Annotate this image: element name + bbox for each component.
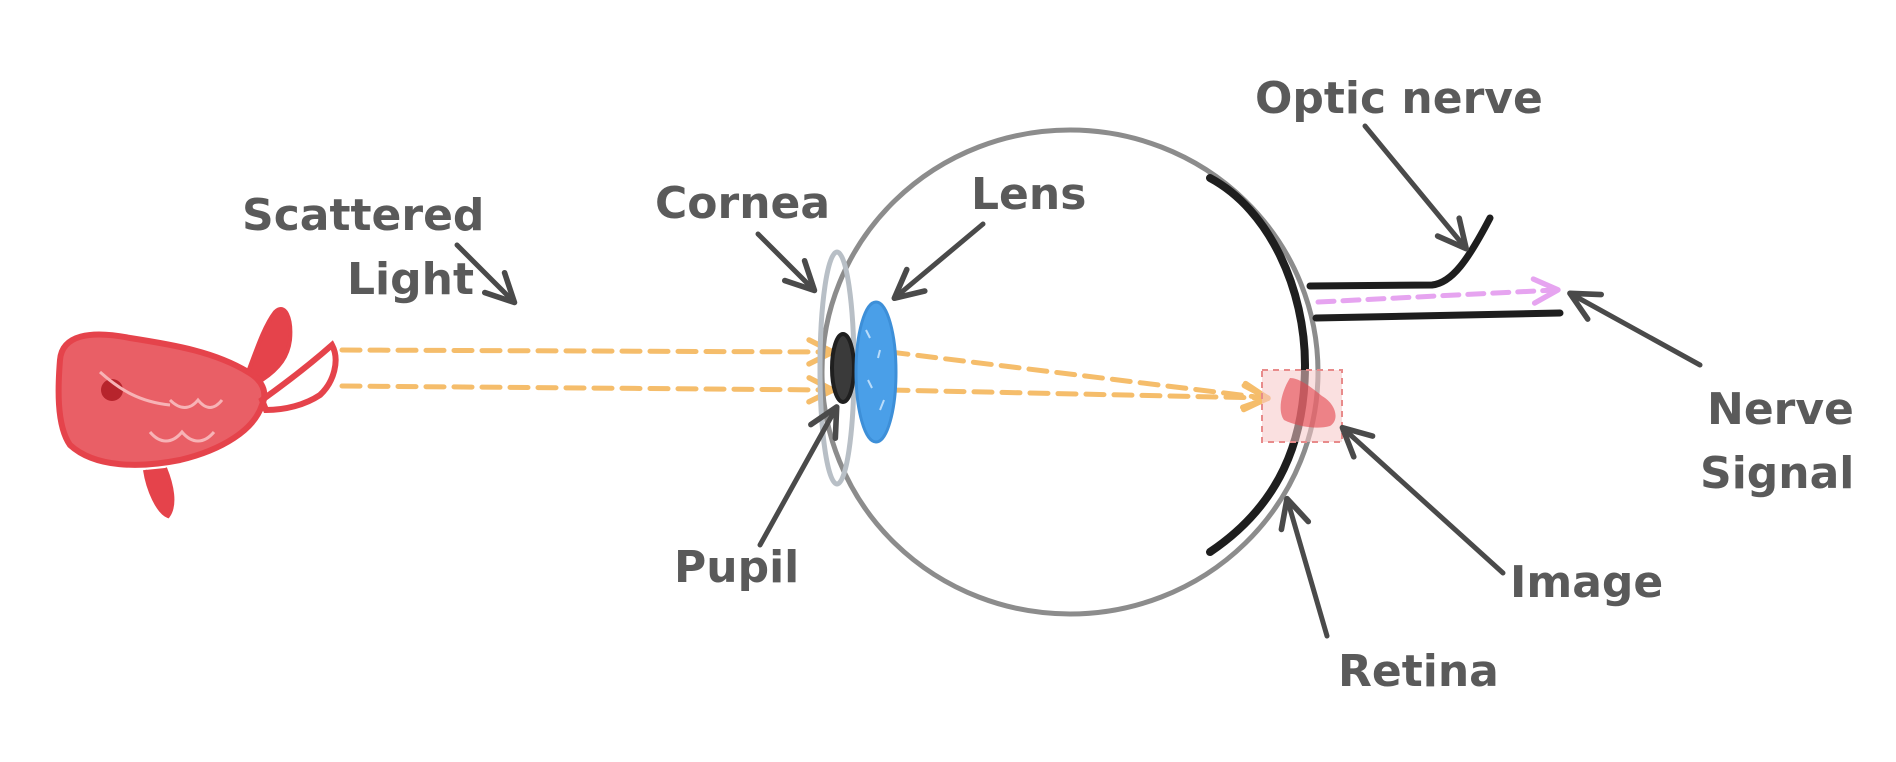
label-nerve-signal-2: Signal	[1700, 448, 1854, 499]
arrow-cornea	[755, 231, 818, 294]
light-rays	[339, 337, 1271, 413]
light-ray-lower	[339, 375, 836, 405]
label-lens: Lens	[971, 169, 1086, 220]
arrow-lens	[891, 221, 986, 302]
label-pupil: Pupil	[674, 542, 799, 593]
label-nerve-signal-1: Nerve	[1707, 384, 1854, 435]
arrow-nerve-signal	[1567, 290, 1703, 368]
label-optic-nerve: Optic nerve	[1255, 73, 1543, 124]
label-retina: Retina	[1338, 646, 1499, 697]
pointer-arrows	[454, 123, 1703, 639]
nerve-signal-arrow	[1315, 276, 1561, 306]
retina-image	[1261, 369, 1343, 443]
arrow-pupil	[757, 404, 840, 548]
arrow-image	[1339, 424, 1506, 576]
pupil	[830, 332, 856, 404]
label-scattered-light-1: Scattered	[242, 190, 484, 241]
light-ray-refracted-lower	[887, 382, 1271, 413]
light-ray-upper	[339, 337, 836, 367]
arrow-optic-nerve	[1362, 123, 1470, 252]
optic-nerve	[1306, 214, 1564, 322]
retina	[1206, 174, 1310, 556]
label-image: Image	[1510, 557, 1663, 608]
fish-icon	[55, 307, 339, 519]
light-ray-refracted-upper	[887, 349, 1271, 411]
arrow-scattered-light	[454, 242, 518, 306]
label-cornea: Cornea	[655, 178, 830, 229]
label-scattered-light-2: Light	[347, 254, 474, 305]
lens	[854, 300, 898, 444]
arrow-retina	[1278, 495, 1330, 639]
